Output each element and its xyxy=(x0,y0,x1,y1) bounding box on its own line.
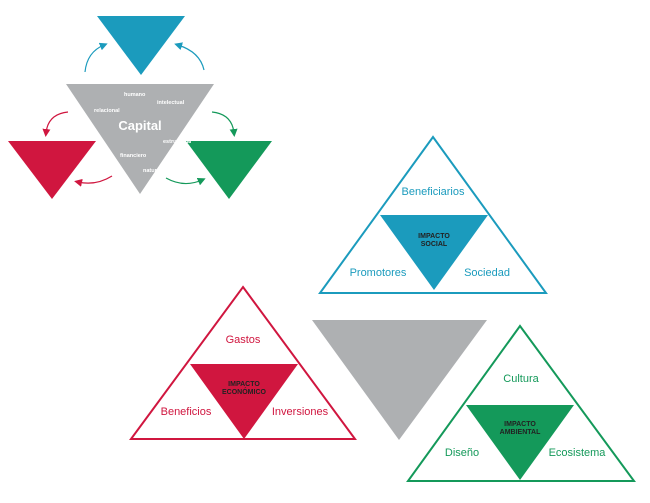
ambiental-outer-triangle xyxy=(406,324,636,482)
capital-word-humano: humano xyxy=(124,92,146,98)
capital-word-estructural: estructural xyxy=(163,139,192,145)
arrow-green-right xyxy=(165,177,206,186)
social-center-triangle xyxy=(380,215,488,290)
capital-word-financiero: financiero xyxy=(120,153,147,159)
ambiental-left-label: Diseño xyxy=(445,447,479,459)
capital-title: Capital xyxy=(118,118,161,133)
economico-left-label: Beneficios xyxy=(161,406,212,418)
ambiental-center-triangle xyxy=(466,405,574,480)
social-center-line2: SOCIAL xyxy=(421,241,448,248)
ambiental-center-line1: IMPACTO xyxy=(504,421,536,428)
social-center-line1: IMPACTO xyxy=(418,233,450,240)
red-small-triangle xyxy=(8,141,96,199)
social-left-label: Promotores xyxy=(350,267,407,279)
social-top-label: Beneficiarios xyxy=(402,186,465,198)
arrow-red-down xyxy=(42,111,69,137)
capital-word-intelectual: intelectual xyxy=(157,100,185,106)
economico-outer-triangle xyxy=(129,285,357,440)
capital-triangle xyxy=(66,84,214,194)
economico-right-label: Inversiones xyxy=(272,406,329,418)
blue-small-triangle xyxy=(97,16,185,75)
economico-center-triangle xyxy=(190,364,298,439)
capital-word-relacional: relacional xyxy=(94,108,120,114)
green-small-triangle xyxy=(186,141,272,199)
ambiental-top-label: Cultura xyxy=(503,373,539,385)
center-gray-triangle xyxy=(312,320,487,440)
arrow-blue-left xyxy=(84,42,108,73)
arrow-red-left xyxy=(74,175,113,187)
arrow-blue-right xyxy=(174,42,205,71)
social-right-label: Sociedad xyxy=(464,267,510,279)
ambiental-right-label: Ecosistema xyxy=(549,447,607,459)
ambiental-center-line2: AMBIENTAL xyxy=(500,429,541,436)
economico-top-label: Gastos xyxy=(226,334,261,346)
arrow-green-down xyxy=(211,111,238,137)
economico-center-line1: IMPACTO xyxy=(228,381,260,388)
economico-center-line2: ECONÓMICO xyxy=(222,387,267,396)
capital-word-natural: natural xyxy=(143,168,162,174)
